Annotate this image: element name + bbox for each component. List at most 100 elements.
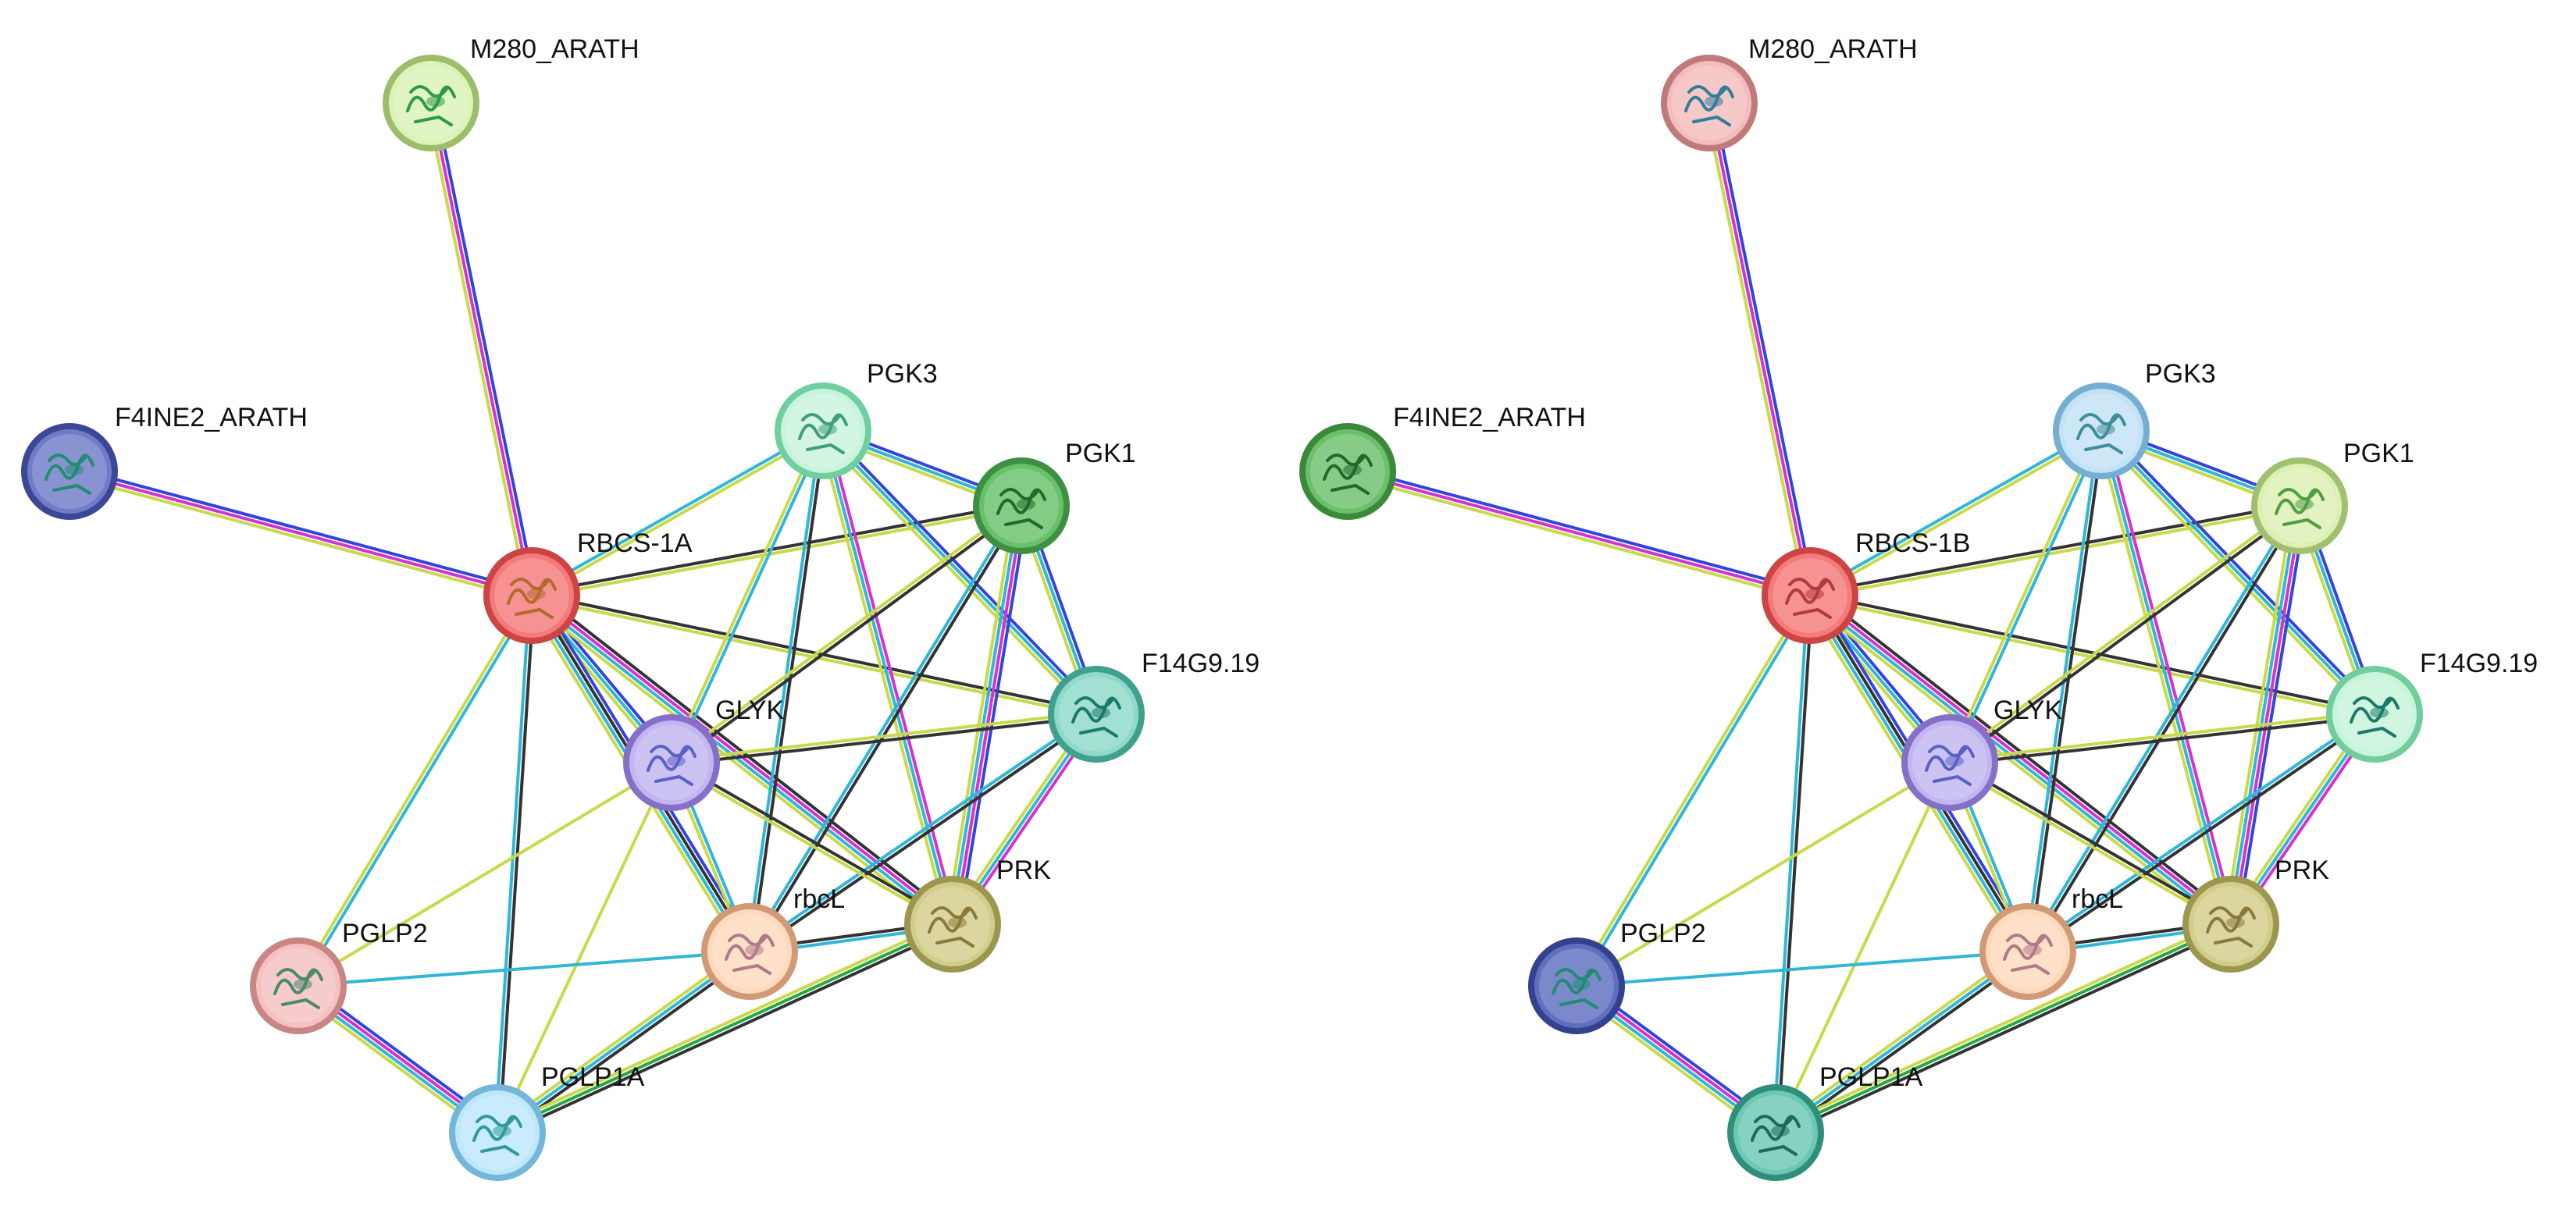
edge-F4INE2_ARATH-RBCS[interactable] [1345, 465, 1813, 602]
evidence-line [1947, 502, 2300, 763]
edge-PGK3-PRK[interactable] [817, 428, 959, 927]
edge-RBCS-PGK1[interactable] [529, 502, 1024, 599]
evidence-line [1947, 763, 2232, 928]
node-RBCS[interactable]: RBCS-1B [1762, 528, 1970, 644]
edge-RBCS-PGK3[interactable] [529, 427, 826, 599]
edge-PRK-PGLP1A[interactable] [1772, 918, 2235, 1139]
node-GLYK[interactable]: GLYK [1901, 695, 2063, 811]
edge-PGK3-PRK[interactable] [2095, 428, 2237, 927]
edge-PGK1-rbcL[interactable] [746, 503, 1025, 955]
edge-RBCS-PGLP2[interactable] [294, 592, 536, 989]
edge-RBCS-PGLP1A[interactable] [1772, 593, 1814, 1135]
evidence-line [1947, 710, 2376, 763]
edge-PGK1-rbcL[interactable] [2024, 503, 2303, 955]
edge-M280_ARATH-RBCS[interactable] [425, 100, 538, 599]
evidence-line [1808, 592, 2377, 714]
edge-F4INE2_ARATH-RBCS[interactable] [66, 465, 535, 602]
protein-structure-icon [1785, 578, 1835, 619]
evidence-line [530, 506, 1024, 599]
edge-PGK3-F14G9[interactable] [2097, 426, 2379, 719]
node-PGK1[interactable]: PGK1 [973, 439, 1136, 554]
edge-F14G9-GLYK[interactable] [1947, 710, 2377, 767]
evidence-line [493, 918, 953, 1130]
node-F4INE2_ARATH[interactable]: F4INE2_ARATH [1299, 403, 1586, 520]
edge-GLYK-PGLP1A[interactable] [496, 761, 673, 1134]
node-F14G9[interactable]: F14G9.19 [1048, 649, 1259, 763]
node-label: RBCS-1A [577, 528, 693, 558]
edge-rbcL-PGLP2[interactable] [1575, 950, 2029, 987]
node-GLYK[interactable]: GLYK [623, 695, 785, 811]
protein-structure-icon [2275, 488, 2325, 529]
helix-mark [426, 96, 445, 107]
evidence-line [1949, 759, 2234, 924]
evidence-line [2028, 429, 2105, 954]
edge-F14G9-rbcL[interactable] [746, 710, 1099, 955]
node-F14G9[interactable]: F14G9.19 [2326, 649, 2538, 763]
edge-PGK1-GLYK[interactable] [1947, 502, 2303, 767]
edge-PGK3-rbcL[interactable] [746, 429, 827, 954]
node-M280_ARATH[interactable]: M280_ARATH [1661, 34, 1918, 151]
edge-PGK1-PRK[interactable] [944, 503, 1030, 927]
node-F4INE2_ARATH[interactable]: F4INE2_ARATH [21, 403, 308, 520]
edge-GLYK-PRK[interactable] [1947, 759, 2234, 928]
evidence-line [2025, 710, 2375, 952]
edge-GLYK-PGLP2[interactable] [297, 761, 673, 987]
protein-structure-icon [1684, 85, 1734, 126]
evidence-line [821, 429, 954, 926]
node-PGLP2[interactable]: PGLP2 [1528, 919, 1706, 1034]
node-PGLP2[interactable]: PGLP2 [250, 919, 428, 1034]
edge-M280_ARATH-RBCS[interactable] [1703, 100, 1816, 599]
edge-GLYK-PRK[interactable] [668, 759, 956, 928]
node-PGLP1A[interactable]: PGLP1A [1727, 1062, 1923, 1181]
node-label: F4INE2_ARATH [1393, 403, 1586, 432]
node-PGK1[interactable]: PGK1 [2251, 439, 2414, 554]
node-M280_ARATH[interactable]: M280_ARATH [383, 34, 640, 151]
evidence-line [531, 592, 956, 924]
edge-PGK3-rbcL[interactable] [2024, 429, 2105, 954]
helix-mark [1343, 464, 1362, 475]
evidence-line [1809, 431, 2104, 599]
edge-F14G9-GLYK[interactable] [669, 710, 1099, 767]
helix-mark [745, 944, 764, 955]
edge-PGK3-GLYK[interactable] [668, 428, 827, 766]
evidence-line [2236, 505, 2308, 927]
node-label: GLYK [1993, 695, 2063, 725]
edge-GLYK-PGLP2[interactable] [1575, 761, 1951, 987]
edge-layer [66, 100, 1103, 1140]
node-label: RBCS-1B [1855, 528, 1970, 558]
edge-PGK3-GLYK[interactable] [1946, 428, 2105, 766]
edge-RBCS-PGK3[interactable] [1807, 427, 2104, 599]
edge-rbcL-PGLP2[interactable] [297, 950, 751, 987]
evidence-line [1808, 506, 2302, 599]
node-PRK[interactable]: PRK [904, 856, 1051, 973]
node-PGK3[interactable]: PGK3 [775, 359, 938, 479]
node-PGLP1A[interactable]: PGLP1A [449, 1062, 645, 1181]
edge-F14G9-rbcL[interactable] [2025, 710, 2378, 955]
edge-RBCS-PGK1[interactable] [1808, 502, 2302, 599]
edge-PGK1-GLYK[interactable] [668, 502, 1024, 767]
node-RBCS[interactable]: RBCS-1A [483, 528, 693, 644]
evidence-line [749, 714, 1099, 955]
evidence-line [529, 427, 824, 596]
node-label: PGLP1A [1819, 1062, 1923, 1092]
edge-GLYK-PGLP1A[interactable] [1774, 761, 1951, 1134]
edge-layer [1345, 100, 2381, 1140]
edge-RBCS-PGLP2[interactable] [1573, 592, 1814, 989]
node-PRK[interactable]: PRK [2182, 856, 2329, 973]
protein-structure-icon [2350, 696, 2400, 738]
evidence-line [671, 506, 1024, 767]
edge-PRK-PGLP1A[interactable] [493, 918, 957, 1139]
edge-PGK1-PRK[interactable] [2222, 503, 2308, 927]
evidence-line [2027, 714, 2378, 955]
node-rbcL[interactable]: rbcL [701, 884, 845, 1000]
helix-mark [1017, 499, 1035, 510]
evidence-line [2100, 429, 2232, 926]
edge-RBCS-PGLP1A[interactable] [493, 593, 536, 1135]
edge-PGK3-F14G9[interactable] [818, 426, 1101, 719]
node-PGK3[interactable]: PGK3 [2053, 359, 2216, 479]
helix-mark [2023, 944, 2042, 955]
helix-mark [667, 756, 686, 767]
node-rbcL[interactable]: rbcL [1979, 884, 2123, 1000]
